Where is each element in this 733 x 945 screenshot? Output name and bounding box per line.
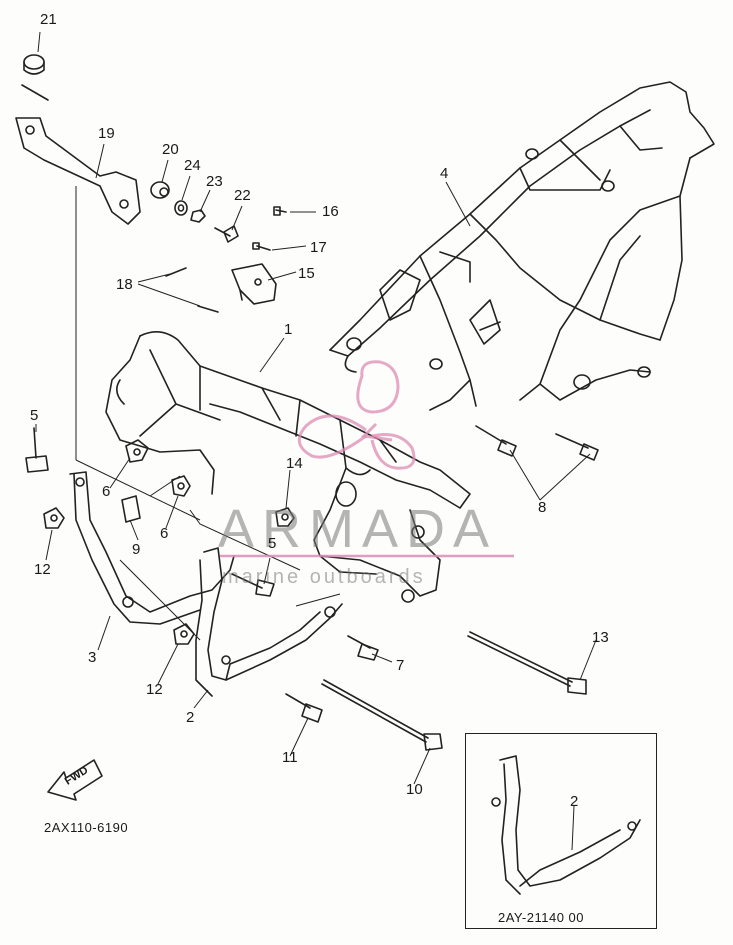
inset-part-label-2: 2 (570, 793, 579, 810)
damper-9 (121, 495, 141, 523)
bushing-21 (21, 54, 49, 101)
part-label-18: 18 (116, 276, 133, 293)
part-label-5-mid: 5 (268, 535, 277, 552)
bolt-8-b (555, 433, 599, 461)
part-label-11: 11 (282, 749, 298, 766)
part-label-16: 16 (322, 203, 339, 220)
washer-24 (174, 200, 188, 216)
nut-6-mid (171, 475, 191, 497)
nut-14 (275, 507, 295, 527)
inset-code: 2AY-21140 00 (498, 910, 584, 925)
part-label-15: 15 (298, 265, 315, 282)
bolt-22 (214, 225, 239, 243)
down-tube-2 (195, 547, 343, 697)
bracket-19 (15, 117, 141, 225)
rear-frame-4 (329, 81, 715, 411)
collar-20 (150, 181, 170, 199)
part-label-21: 21 (40, 11, 57, 28)
part-label-19: 19 (98, 125, 115, 142)
part-label-13: 13 (592, 629, 609, 646)
pin-17 (252, 242, 271, 251)
nut-23 (190, 209, 206, 223)
bolt-5-left (25, 427, 49, 473)
bolt-5-mid (231, 573, 275, 597)
part-label-6-left: 6 (102, 483, 111, 500)
nut-12-mid (173, 623, 195, 645)
bolt-8-a (475, 425, 517, 457)
bolt-11 (285, 693, 323, 723)
part-label-9: 9 (132, 541, 141, 558)
bolt-7 (347, 635, 379, 661)
part-label-1: 1 (284, 321, 293, 338)
bolt-13 (467, 631, 587, 695)
part-label-14: 14 (286, 455, 303, 472)
part-label-4: 4 (440, 165, 449, 182)
part-label-17: 17 (310, 239, 327, 256)
part-label-22: 22 (234, 187, 251, 204)
inset-panel: 2 2AY-21140 00 (465, 733, 657, 929)
inset-down-tube-2 (491, 755, 641, 895)
part-label-3: 3 (88, 649, 97, 666)
part-label-23: 23 (206, 173, 223, 190)
part-label-12-left: 12 (34, 561, 51, 578)
catalog-code: 2AX110-6190 (44, 820, 129, 835)
watermark-brand: ARMADA (218, 499, 498, 559)
part-label-6-mid: 6 (160, 525, 169, 542)
screw-16 (273, 206, 287, 216)
watermark-tagline: marine outboards (222, 566, 426, 588)
part-label-8: 8 (538, 499, 547, 516)
part-label-2: 2 (186, 709, 195, 726)
watermark-logo (297, 360, 416, 470)
down-tube-3 (69, 471, 235, 625)
nut-12-left (43, 507, 65, 529)
bracket-15 (231, 263, 277, 305)
part-label-10: 10 (406, 781, 423, 798)
part-label-7: 7 (396, 657, 405, 674)
rod-18 (165, 267, 219, 313)
part-label-20: 20 (162, 141, 179, 158)
bolt-10 (321, 679, 443, 751)
part-label-12-mid: 12 (146, 681, 163, 698)
part-label-24: 24 (184, 157, 201, 174)
part-label-5-left: 5 (30, 407, 39, 424)
main-frame-1 (105, 331, 471, 603)
fwd-arrow-icon (47, 759, 103, 801)
